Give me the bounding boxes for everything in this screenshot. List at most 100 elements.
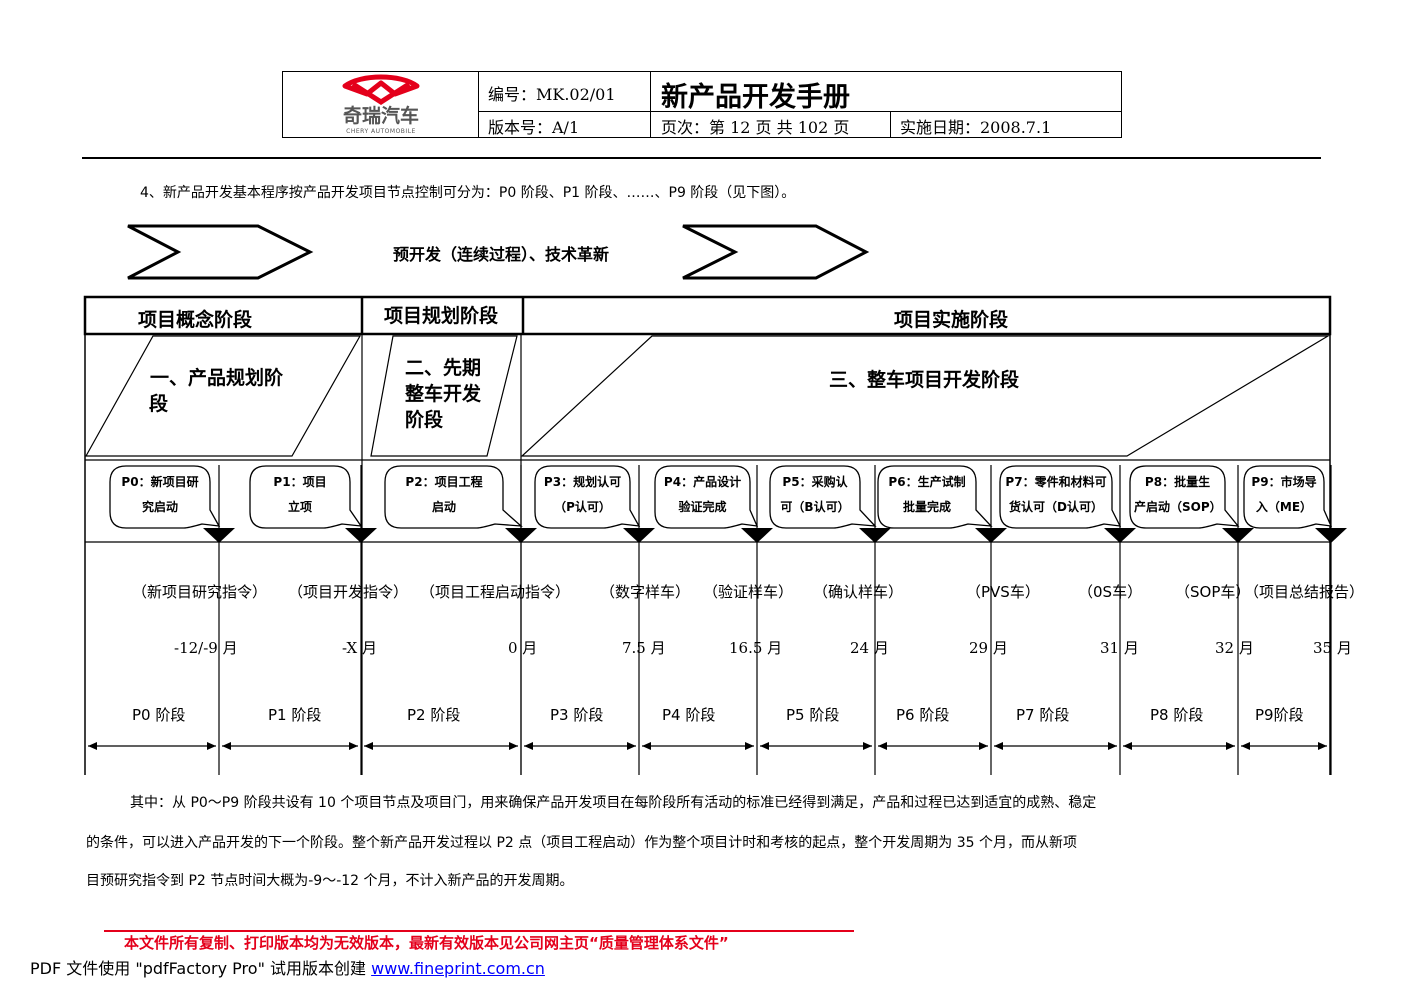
milestone-title: P3：规划认可	[543, 475, 622, 489]
milestone-box-text: P5：采购认可（B认可）	[774, 470, 856, 520]
doc-title: 新产品开发手册	[651, 72, 1121, 113]
logo-subtext: CHERY AUTOMOBILE	[346, 128, 416, 135]
phase-label: P2 阶段	[407, 706, 461, 724]
node-marker	[859, 528, 891, 543]
stage-header-frame	[83, 295, 1332, 336]
phase-range-arrow-right	[1108, 742, 1117, 750]
milestone-month: 31 月	[1100, 639, 1139, 657]
milestone-title: P7：零件和材料可	[1005, 475, 1107, 489]
phase-range-arrow-left	[642, 742, 651, 750]
node-marker	[1315, 528, 1347, 543]
milestone-box-text: P9：市场导入（ME）	[1248, 470, 1320, 520]
phase-range-arrow-right	[863, 742, 872, 750]
milestone-bubble	[109, 465, 221, 529]
stage-implementation: 项目实施阶段	[894, 309, 1009, 331]
fineprint-link[interactable]: www.fineprint.com.cn	[371, 959, 545, 978]
pre-dev-label: 预开发（连续过程）、技术革新	[393, 245, 610, 264]
paragraph-line-1: 其中：从 P0～P9 阶段共设有 10 个项目节点及项目门，用来确保产品开发项目…	[130, 795, 1097, 811]
phase-range-arrow-left	[364, 742, 373, 750]
milestone-deliverable: （项目工程启动指令）	[420, 583, 571, 601]
milestone-title: P5：采购认	[782, 475, 848, 489]
phase-label: P8 阶段	[1150, 706, 1204, 724]
milestone-box-text: P2：项目工程启动	[389, 470, 499, 520]
phase-range-arrow-right	[509, 742, 518, 750]
phase-label: P1 阶段	[268, 706, 322, 724]
paragraph-line-3: 目预研究指令到 P2 节点时间大概为-9～-12 个月，不计入新产品的开发周期。	[86, 873, 574, 889]
milestone-title: P6：生产试制	[888, 475, 966, 489]
phase-range-arrow-left	[994, 742, 1003, 750]
milestone-box-text: P0：新项目研究启动	[114, 470, 206, 520]
milestone-bubble	[1129, 465, 1240, 529]
node-marker	[975, 528, 1007, 543]
milestone-deliverable: （0S车）	[1078, 583, 1143, 601]
phase-label: P3 阶段	[550, 706, 604, 724]
milestone-deliverable: （项目开发指令）	[288, 583, 409, 601]
milestone-bubble	[384, 465, 523, 529]
sub-stage-3-shape	[520, 335, 1331, 457]
milestone-subtitle: 产启动（SOP）	[1134, 500, 1222, 514]
intro-text: 4、新产品开发基本程序按产品开发项目节点控制可分为：P0 阶段、P1 阶段、………	[140, 185, 796, 201]
milestone-box-text: P8：批量生产启动（SOP）	[1134, 470, 1222, 520]
milestone-subtitle: 可（B认可）	[780, 500, 850, 514]
milestone-subtitle: 究启动	[141, 500, 178, 514]
phase-range-arrow-right	[349, 742, 358, 750]
logo-cell: 奇瑞汽车 CHERY AUTOMOBILE	[283, 72, 479, 137]
phase-range-arrow-right	[745, 742, 754, 750]
pre-dev-arrow-right	[682, 224, 870, 280]
phase-range-arrow-left	[760, 742, 769, 750]
disclaimer-rule	[104, 930, 854, 932]
sub-stage-2-label: 二、先期 整车开发 阶段	[405, 357, 482, 431]
logo-text: 奇瑞汽车	[343, 104, 419, 127]
milestone-month: 16.5 月	[729, 639, 783, 657]
milestone-bubble	[534, 465, 641, 529]
milestone-month: 35 月	[1313, 639, 1352, 657]
pdf-factory-note: PDF 文件使用 "pdfFactory Pro" 试用版本创建 www.fin…	[30, 959, 545, 978]
milestone-subtitle: 启动	[431, 500, 456, 514]
milestone-box-text: P1：项目立项	[254, 470, 346, 520]
effective-date: 实施日期：2008.7.1	[900, 118, 1052, 137]
node-marker	[623, 528, 655, 543]
phase-label: P0 阶段	[132, 706, 186, 724]
doc-number: 编号：MK.02/01	[479, 72, 651, 112]
phase-range-arrow-left	[222, 742, 231, 750]
milestone-month: -X 月	[342, 639, 377, 657]
doc-version: 版本号：A/1	[479, 112, 651, 137]
phase-range-arrow-left	[878, 742, 887, 750]
milestone-box-text: P4：产品设计验证完成	[659, 470, 746, 520]
sub-stage-2-shape	[370, 335, 518, 457]
milestone-subtitle: 货认可（D认可）	[1009, 500, 1103, 514]
phase-range-arrow-right	[979, 742, 988, 750]
paragraph-line-2: 的条件，可以进入产品开发的下一个阶段。整个新产品开发过程以 P2 点（项目工程启…	[86, 835, 1077, 851]
node-marker	[345, 528, 377, 543]
milestone-box-text: P3：规划认可 （P认可）	[539, 470, 626, 520]
sub-stage-3-label: 三、整车项目开发阶段	[829, 369, 1020, 391]
milestone-bubble	[769, 465, 877, 529]
milestone-month: 7.5 月	[622, 639, 666, 657]
milestone-deliverable: （验证样车）	[703, 583, 794, 601]
milestone-deliverable: （新项目研究指令）	[132, 583, 268, 601]
milestone-month: 32 月	[1215, 639, 1254, 657]
milestone-deliverable: （确认样车）	[813, 583, 904, 601]
milestone-month: 0 月	[508, 639, 538, 657]
disclaimer-text: 本文件所有复制、打印版本均为无效版本，最新有效版本见公司网主页“质量管理体系文件…	[124, 934, 729, 952]
header-divider	[82, 157, 1321, 159]
node-marker	[1104, 528, 1136, 543]
node-marker	[203, 528, 235, 543]
stage-concept: 项目概念阶段	[138, 309, 253, 331]
milestone-subtitle: 立项	[287, 500, 312, 514]
milestone-title: P9：市场导	[1251, 475, 1317, 489]
phase-range-arrow-right	[627, 742, 636, 750]
sub-stage-1-label: 一、产品规划阶 段	[149, 367, 284, 415]
milestone-title: P4：产品设计	[663, 475, 742, 489]
phase-range-arrow-left	[1241, 742, 1250, 750]
node-marker	[741, 528, 773, 543]
node-marker	[1222, 528, 1254, 543]
milestone-bubble	[999, 465, 1122, 529]
milestone-bubble	[877, 465, 993, 529]
milestone-month: -12/-9 月	[174, 639, 238, 657]
phase-label: P7 阶段	[1016, 706, 1070, 724]
phase-label: P5 阶段	[786, 706, 840, 724]
milestone-subtitle: （P认可）	[554, 500, 611, 514]
document-header: 奇瑞汽车 CHERY AUTOMOBILE 编号：MK.02/01 新产品开发手…	[282, 71, 1122, 138]
doc-pages: 页次：第 12 页 共 102 页	[651, 112, 891, 137]
